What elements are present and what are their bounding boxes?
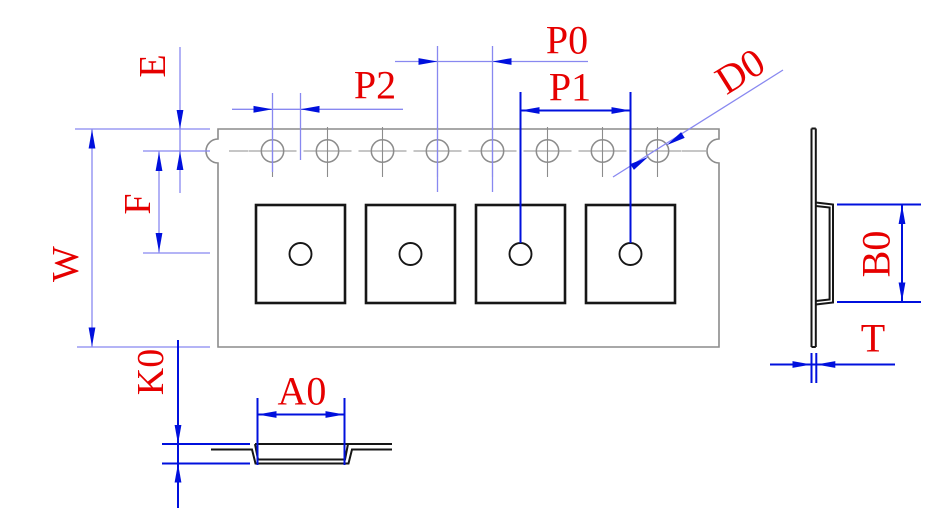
a0-arrow-left: [257, 411, 277, 418]
w-arrow-down: [88, 327, 96, 347]
label-k0: K0: [130, 349, 172, 395]
b0-arrow-down: [898, 282, 906, 302]
component-pockets: [254, 203, 677, 305]
f-arrow-up: [155, 152, 163, 171]
label-p1: P1: [549, 65, 591, 110]
p2-arrow-left: [300, 105, 320, 113]
a0-arrow-right: [325, 411, 345, 418]
tape-side-view: [810, 127, 834, 348]
e-arrow-down: [176, 110, 184, 129]
pocket: [364, 203, 457, 305]
sprocket-hole: [590, 139, 615, 163]
side-pocket-bump-outer: [815, 201, 834, 306]
e-arrow-up: [176, 151, 184, 170]
section-pocket-inner: [254, 443, 349, 461]
label-p0: P0: [546, 18, 588, 63]
d0-arrow-upper: [666, 132, 685, 146]
f-arrow-down: [155, 233, 163, 252]
label-e: E: [132, 54, 174, 77]
p0-arrow-right: [418, 58, 438, 65]
d0-leader-line: [612, 69, 784, 178]
d0-arrow-lower: [630, 156, 649, 170]
pocket-center-hole: [398, 242, 423, 266]
pocket-section-view: [211, 443, 392, 465]
sprocket-hole: [535, 139, 560, 163]
label-a0: A0: [278, 369, 327, 414]
section-outer-surface: [211, 448, 392, 465]
side-pocket-bump-inner: [815, 205, 831, 302]
side-sheet: [810, 127, 817, 348]
label-d0: D0: [707, 39, 772, 103]
label-f: F: [117, 193, 159, 214]
sprocket-hole: [645, 139, 670, 163]
dimension-arrowheads: [88, 58, 906, 483]
label-t: T: [861, 316, 885, 361]
pocket-center-hole: [508, 242, 533, 266]
label-p2: P2: [354, 63, 396, 108]
label-w: W: [45, 246, 87, 282]
label-b0: B0: [854, 231, 899, 278]
t-arrow-left: [816, 361, 836, 368]
sprocket-hole: [315, 139, 340, 163]
k0-arrow-up: [174, 463, 182, 483]
p2-arrow-right: [253, 105, 273, 113]
pocket: [254, 203, 347, 305]
b0-arrow-up: [898, 205, 906, 224]
w-arrow-up: [88, 129, 96, 149]
pocket-center-hole: [618, 242, 643, 266]
tape-outline: [205, 128, 720, 348]
p1-arrow-left: [520, 107, 540, 114]
k0-arrow-down: [174, 425, 182, 444]
p0-arrow-left: [492, 58, 512, 65]
dimension-lines-dark: [162, 92, 921, 508]
p1-arrow-right: [611, 107, 631, 114]
pocket-center-hole: [288, 242, 313, 266]
t-arrow-right: [792, 361, 812, 368]
sprocket-hole: [370, 139, 395, 163]
dimension-labels: P0 P1 P2 A0 T D0 E F W K0 B0: [45, 18, 899, 414]
